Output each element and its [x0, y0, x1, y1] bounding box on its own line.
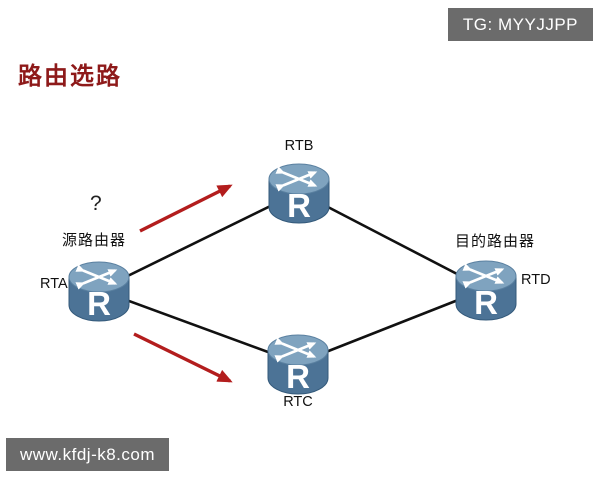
- router-rta: R: [69, 262, 129, 322]
- router-label-rtb: RTB: [284, 138, 314, 154]
- arrow-toward-rtc-icon: [133, 332, 233, 383]
- page-title: 路由选路: [18, 63, 122, 90]
- router-glyph: R: [286, 358, 310, 395]
- link-rtb-rtd: [298, 190, 487, 291]
- router-rtb: R: [269, 164, 329, 224]
- router-label-rtc: RTC: [283, 394, 313, 410]
- path-arrows: [133, 184, 233, 383]
- question-mark: ?: [90, 192, 102, 215]
- router-glyph: R: [287, 187, 311, 224]
- router-label-rtd: RTD: [521, 272, 551, 288]
- router-glyph: R: [87, 285, 111, 322]
- destination-router-caption: 目的路由器: [455, 233, 536, 250]
- router-rtc: R: [268, 335, 328, 395]
- link-rta-rtb: [98, 190, 300, 292]
- source-router-caption: 源路由器: [62, 232, 127, 249]
- tg-badge: TG: MYYJJPP: [447, 8, 593, 41]
- link-lines: [98, 190, 487, 365]
- site-watermark: www.kfdj-k8.com: [6, 438, 170, 471]
- router-label-rta: RTA: [40, 276, 68, 292]
- link-rta-rtc: [98, 288, 299, 365]
- arrow-toward-rtb-icon: [139, 184, 233, 233]
- router-rtd: R: [456, 261, 516, 321]
- link-rtc-rtd: [297, 287, 487, 365]
- router-glyph: R: [474, 284, 498, 321]
